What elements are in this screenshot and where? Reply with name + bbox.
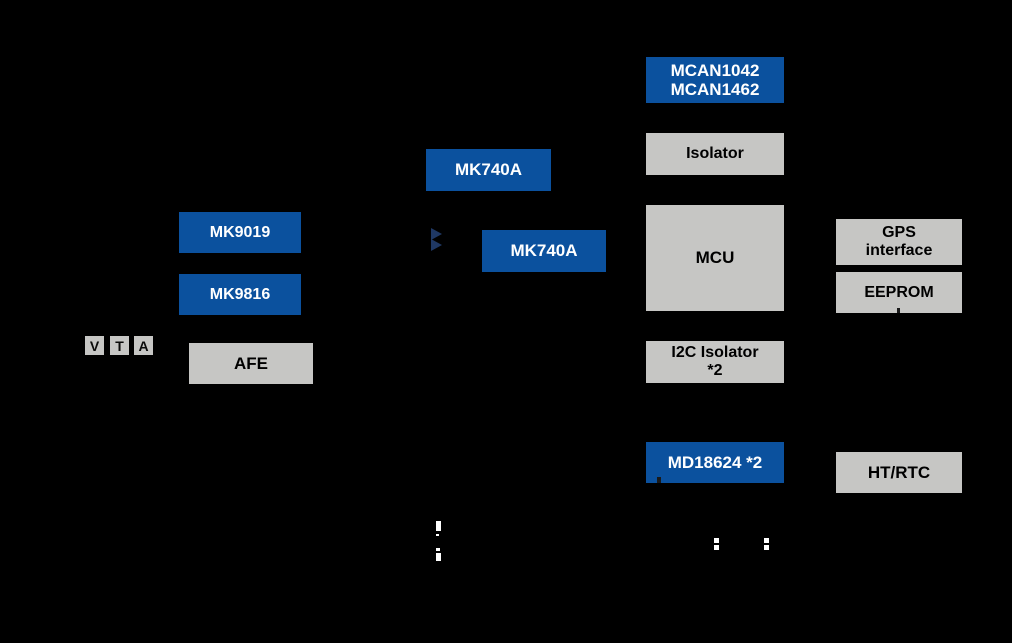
block-eeprom[interactable]: EEPROM	[836, 272, 962, 313]
text-fragment	[764, 545, 769, 550]
text-fragment	[714, 538, 719, 543]
block-mcu[interactable]: MCU	[646, 205, 784, 311]
block-mk740a-bottom[interactable]: MK740A	[482, 230, 606, 272]
edge-mark	[897, 308, 900, 313]
block-mk740a-top[interactable]: MK740A	[426, 149, 551, 191]
signal-chip-a[interactable]: A	[134, 336, 153, 355]
text-fragment	[436, 553, 441, 561]
block-gps-interface[interactable]: GPS interface	[836, 219, 962, 265]
signal-chip-t[interactable]: T	[110, 336, 129, 355]
text-fragment	[714, 545, 719, 550]
block-afe[interactable]: AFE	[189, 343, 313, 384]
block-mk9019[interactable]: MK9019	[179, 212, 301, 253]
arrowhead-icon	[431, 228, 442, 240]
text-fragment	[436, 521, 441, 531]
text-fragment	[764, 538, 769, 543]
text-fragment	[436, 534, 439, 536]
edge-mark	[657, 477, 661, 483]
text-fragment	[436, 548, 440, 551]
block-mcan[interactable]: MCAN1042 MCAN1462	[646, 57, 784, 103]
block-i2c-isolator[interactable]: I2C Isolator *2	[646, 341, 784, 383]
arrowhead-icon	[431, 239, 442, 251]
block-isolator[interactable]: Isolator	[646, 133, 784, 175]
block-ht-rtc[interactable]: HT/RTC	[836, 452, 962, 493]
signal-chip-v[interactable]: V	[85, 336, 104, 355]
block-mk9816[interactable]: MK9816	[179, 274, 301, 315]
block-md18624[interactable]: MD18624 *2	[646, 442, 784, 483]
